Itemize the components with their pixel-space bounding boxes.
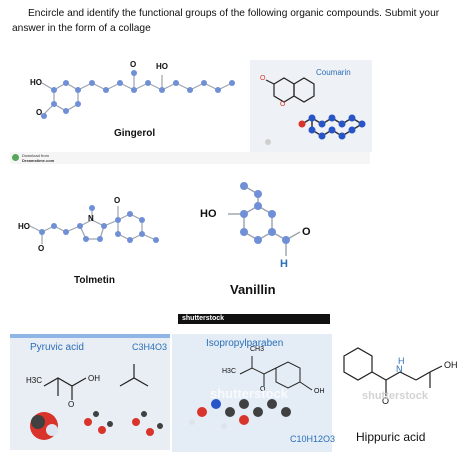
isopropylparaben-o-label: O <box>260 386 266 393</box>
dreamstime-source-line2: Dreamstime.com <box>22 158 55 163</box>
isopropylparaben-formula: C10H12O3 <box>290 434 336 444</box>
isopropylparaben-panel: Isopropylparaben CH3 H3C OH O shuttersto… <box>172 334 336 452</box>
tolmetin-o1-label: O <box>38 244 45 253</box>
instructions-line1: Encircle and identify the functional gro… <box>28 8 440 19</box>
gingerol-o-bottom-label: O <box>36 108 43 117</box>
isopropylparaben-ch3-label: CH3 <box>250 346 265 353</box>
gingerol-structure <box>41 70 235 119</box>
pyruvic-panel: Pyruvic acid C3H4O3 H3C OH O <box>10 334 170 450</box>
dreamstime-strip: Download from Dreamstime.com <box>10 152 370 164</box>
tolmetin-name: Tolmetin <box>74 275 115 286</box>
vanillin-o-label: O <box>302 226 311 238</box>
tolmetin-n-label: N <box>88 214 94 223</box>
tolmetin-ho-label: HO <box>18 222 30 231</box>
isopropylparaben-structure <box>189 356 313 429</box>
hippuric-structure <box>343 347 443 396</box>
vanillin-name: Vanillin <box>230 282 276 297</box>
shutterstock-bar-text: shutterstock <box>182 315 225 322</box>
instructions-line2: answer in the form of a collage <box>12 23 151 34</box>
pyruvic-header-bar <box>10 334 170 338</box>
isopropylparaben-oh-label: OH <box>314 388 325 395</box>
gingerol-o-top-label: O <box>130 60 137 69</box>
coumarin-o2-label: O <box>280 101 286 108</box>
hippuric-watermark: shutterstock <box>362 390 429 402</box>
hippuric-name: Hippuric acid <box>356 430 426 444</box>
hippuric-h-label: H <box>398 356 405 366</box>
hippuric-panel: O H N OH shutterstock Hippuric acid <box>334 334 470 452</box>
pyruvic-formula: C3H4O3 <box>132 342 168 352</box>
pyruvic-structure <box>30 364 163 440</box>
pyruvic-o-label: O <box>68 400 75 409</box>
gingerol-ho-label: HO <box>156 62 168 71</box>
instructions: Encircle and identify the functional gro… <box>12 6 468 36</box>
gingerol-name: Gingerol <box>114 128 156 139</box>
tolmetin-panel: HO O N O Tolmetin <box>10 192 170 292</box>
hippuric-n-label: N <box>396 364 403 374</box>
pyruvic-name: Pyruvic acid <box>30 342 84 353</box>
pyruvic-h3c-label: H3C <box>26 376 43 385</box>
vanillin-structure <box>228 182 301 256</box>
gingerol-ho-left-label: HO <box>30 78 42 87</box>
tolmetin-o2-label: O <box>114 196 121 205</box>
hippuric-oh-label: OH <box>444 360 458 370</box>
isopropylparaben-h3c-label: H3C <box>222 368 237 375</box>
isopropylparaben-name: Isopropylparaben <box>206 338 284 349</box>
vanillin-h-label: H <box>280 258 288 270</box>
pyruvic-oh-label: OH <box>88 374 100 383</box>
coumarin-structure <box>265 77 366 145</box>
dreamstime-logo-icon <box>12 154 19 161</box>
gingerol-panel: HO O O HO Gingerol <box>10 56 246 152</box>
hippuric-o-label: O <box>382 396 390 406</box>
dreamstime-source-line1: Download from <box>22 153 49 158</box>
coumarin-panel: Coumarin O O <box>250 60 372 152</box>
vanillin-panel: HO H O Vanillin <box>182 172 322 312</box>
tolmetin-structure <box>29 205 159 244</box>
vanillin-ho-label: HO <box>200 208 217 220</box>
coumarin-name: Coumarin <box>316 68 351 77</box>
isopropylparaben-watermark: shutterstock <box>210 386 289 401</box>
coumarin-o1-label: O <box>260 75 266 82</box>
shutterstock-bar: shutterstock <box>178 314 330 324</box>
